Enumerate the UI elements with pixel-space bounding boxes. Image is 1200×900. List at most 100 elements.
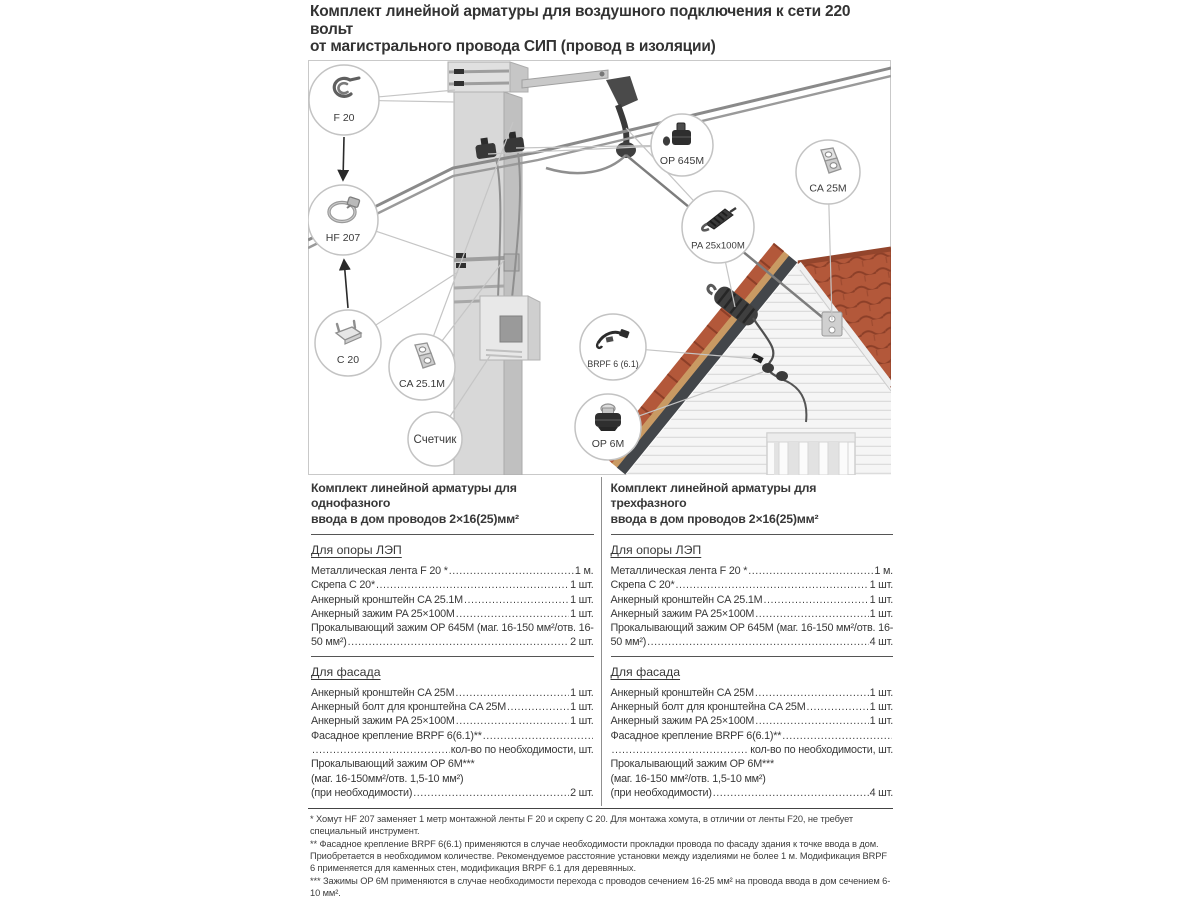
item-quantity: 1 шт. bbox=[570, 715, 594, 728]
parts-item: Анкерный зажим PA 25×100M 1 шт. bbox=[611, 714, 894, 728]
parts-column-three-phase: Комплект линейной арматуры для трехфазно… bbox=[600, 476, 894, 807]
page-title-line2: от магистрального провода СИП (провод в … bbox=[310, 38, 716, 55]
roof-fascia bbox=[616, 255, 798, 474]
callout-label: Счетчик bbox=[414, 434, 458, 446]
dotted-leader bbox=[483, 729, 593, 743]
callout-op-645m: OP 645M bbox=[650, 112, 714, 177]
parts-item: Анкерный кронштейн CA 25.1M1 шт. bbox=[311, 593, 594, 607]
anchor-clamp-link bbox=[615, 103, 630, 145]
crossarm-bracket bbox=[521, 68, 609, 89]
item-text: Фасадное крепление BRPF 6(6.1)** bbox=[311, 729, 482, 742]
item-text: Прокалывающий зажим OP 6M*** bbox=[610, 758, 775, 771]
arrow-f20-to-hf207-icon bbox=[337, 136, 350, 182]
roof-ridge bbox=[797, 246, 891, 265]
footnote-2: ** Фасадное крепление BRPF 6(6.1) примен… bbox=[310, 839, 887, 874]
item-quantity: 1 шт. bbox=[869, 579, 894, 592]
piercing-connector bbox=[762, 362, 774, 373]
item-quantity: 1 шт. bbox=[570, 686, 594, 699]
parts-item-line: 50 мм²)2 шт. bbox=[311, 635, 594, 649]
callout-ca-25m: CA 25M bbox=[795, 138, 861, 205]
item-quantity: 1 м. bbox=[574, 565, 594, 577]
item-text: Анкерный кронштейн CA 25.1M bbox=[610, 593, 763, 606]
dotted-leader bbox=[413, 786, 569, 800]
piercing-clamp bbox=[475, 142, 497, 159]
page-title-line1: Комплект линейной арматуры для воздушног… bbox=[310, 3, 851, 38]
callout-hf-207: HF 207 bbox=[308, 183, 379, 256]
piercing-connector bbox=[776, 370, 788, 381]
dotted-leader bbox=[348, 635, 569, 649]
band-buckle bbox=[456, 262, 466, 268]
dotted-leader bbox=[464, 593, 569, 607]
parts-item-line: Анкерный зажим PA 25×100M 1 шт. bbox=[311, 714, 594, 728]
parts-item-line: Анкерный кронштейн CA 25.1M1 шт. bbox=[611, 593, 894, 607]
item-text: Скрепа C 20* bbox=[311, 579, 375, 592]
parts-item: Прокалывающий зажим OP 645M (маг. 16-150… bbox=[311, 621, 594, 650]
item-text: Анкерный зажим PA 25×100M bbox=[610, 607, 755, 620]
dotted-leader bbox=[376, 578, 569, 592]
item-text: Прокалывающий зажим OP 645M (маг. 16-150… bbox=[610, 622, 894, 635]
item-text: Анкерный кронштейн CA 25M bbox=[610, 686, 755, 699]
parts-item: Анкерный зажим PA 25×100M 1 шт. bbox=[311, 714, 594, 728]
piercing-clamp bbox=[503, 136, 525, 153]
parts-item-line: Прокалывающий зажим OP 6M*** bbox=[611, 757, 894, 771]
callout-circle bbox=[579, 312, 647, 381]
footnote-1: * Хомут HF 207 заменяет 1 метр монтажной… bbox=[310, 814, 854, 837]
dotted-leader bbox=[507, 700, 569, 714]
parts-item: Скрепа C 20*1 шт. bbox=[311, 578, 594, 592]
band-buckle bbox=[454, 68, 464, 74]
dotted-leader bbox=[612, 743, 750, 757]
dotted-leader bbox=[755, 607, 868, 621]
item-quantity: 1 шт. bbox=[869, 607, 894, 620]
parts-item-line: Анкерный кронштейн CA 25M 1 шт. bbox=[311, 686, 594, 700]
item-text: Анкерный зажим PA 25×100M bbox=[610, 715, 755, 728]
callout-circle bbox=[308, 63, 380, 136]
item-quantity: 1 шт. bbox=[869, 715, 894, 728]
section-для-опоры-лэп: Для опоры ЛЭП Металлическая лента F 20 * 1… bbox=[311, 543, 594, 656]
dotted-leader bbox=[456, 607, 569, 621]
callout-circle bbox=[407, 410, 463, 467]
cable-down-wall bbox=[785, 379, 808, 422]
item-text: Анкерный болт для кронштейна CA 25M bbox=[610, 701, 806, 714]
header-line: Комплект линейной арматуры для трехфазно… bbox=[610, 480, 817, 511]
parts-item-line: Анкерный кронштейн CA 25.1M1 шт. bbox=[311, 593, 594, 607]
utility-pole bbox=[447, 60, 529, 475]
item-quantity: 1 шт. bbox=[570, 593, 594, 606]
item-text: 50 мм²) bbox=[311, 636, 347, 649]
dotted-leader bbox=[455, 686, 569, 700]
item-quantity: 4 шт. bbox=[869, 786, 894, 799]
dotted-leader bbox=[456, 714, 569, 728]
item-text: Металлическая лента F 20 * bbox=[311, 565, 448, 577]
parts-item-line: кол-во по необходимости, шт. bbox=[611, 743, 893, 757]
parts-item-line: (при необходимости)4 шт. bbox=[611, 786, 894, 800]
parts-item-line: Фасадное крепление BRPF 6(6.1)** bbox=[611, 729, 894, 743]
parts-item: Металлическая лента F 20 *1 м. bbox=[611, 564, 894, 578]
parts-item-line: Прокалывающий зажим OP 645M (маг. 16-150… bbox=[311, 621, 594, 635]
item-text: Анкерный болт для кронштейна CA 25M bbox=[311, 701, 507, 714]
parts-item-line: Скрепа C 20*1 шт. bbox=[611, 578, 894, 592]
callout-op-6m: OP 6M bbox=[574, 392, 642, 461]
parts-item-line: кол-во по необходимости, шт. bbox=[311, 743, 594, 757]
parts-item: Анкерный кронштейн CA 25.1M1 шт. bbox=[611, 593, 894, 607]
dotted-leader bbox=[782, 729, 892, 743]
dotted-leader bbox=[449, 564, 574, 578]
item-quantity: 2 шт. bbox=[570, 786, 594, 799]
anchor-wire-loop bbox=[545, 153, 627, 174]
item-text: Анкерный кронштейн CA 25M bbox=[311, 686, 455, 699]
item-text: Фасадное крепление BRPF 6(6.1)** bbox=[610, 729, 782, 742]
item-text: Прокалывающий зажим OP 6M*** bbox=[311, 758, 475, 771]
parts-item: Анкерный кронштейн CA 25M1 шт. bbox=[611, 686, 894, 700]
item-quantity: кол-во по необходимости, шт. bbox=[450, 743, 594, 756]
callout-f-20: F 20 bbox=[308, 63, 380, 136]
item-text: (маг. 16-150мм²/отв. 1,5-10 мм²) bbox=[311, 772, 464, 785]
page-title: Комплект линейной арматуры для воздушног… bbox=[308, 0, 893, 60]
section-title: Для опоры ЛЭП bbox=[311, 543, 402, 557]
callout-label: HF 207 bbox=[326, 232, 361, 244]
item-quantity: 1 шт. bbox=[570, 701, 594, 714]
parts-column-header: Комплект линейной арматуры для трехфазно… bbox=[610, 477, 893, 535]
header-line: ввода в дом проводов 2×16(25)мм² bbox=[610, 511, 819, 526]
item-text: Анкерный зажим PA 25×100M bbox=[311, 715, 455, 728]
house-window bbox=[766, 431, 856, 475]
parts-item: Анкерный зажим PA 25×100M1 шт. bbox=[311, 607, 594, 621]
callout-pa-25x100m: PA 25x100M bbox=[681, 189, 755, 264]
